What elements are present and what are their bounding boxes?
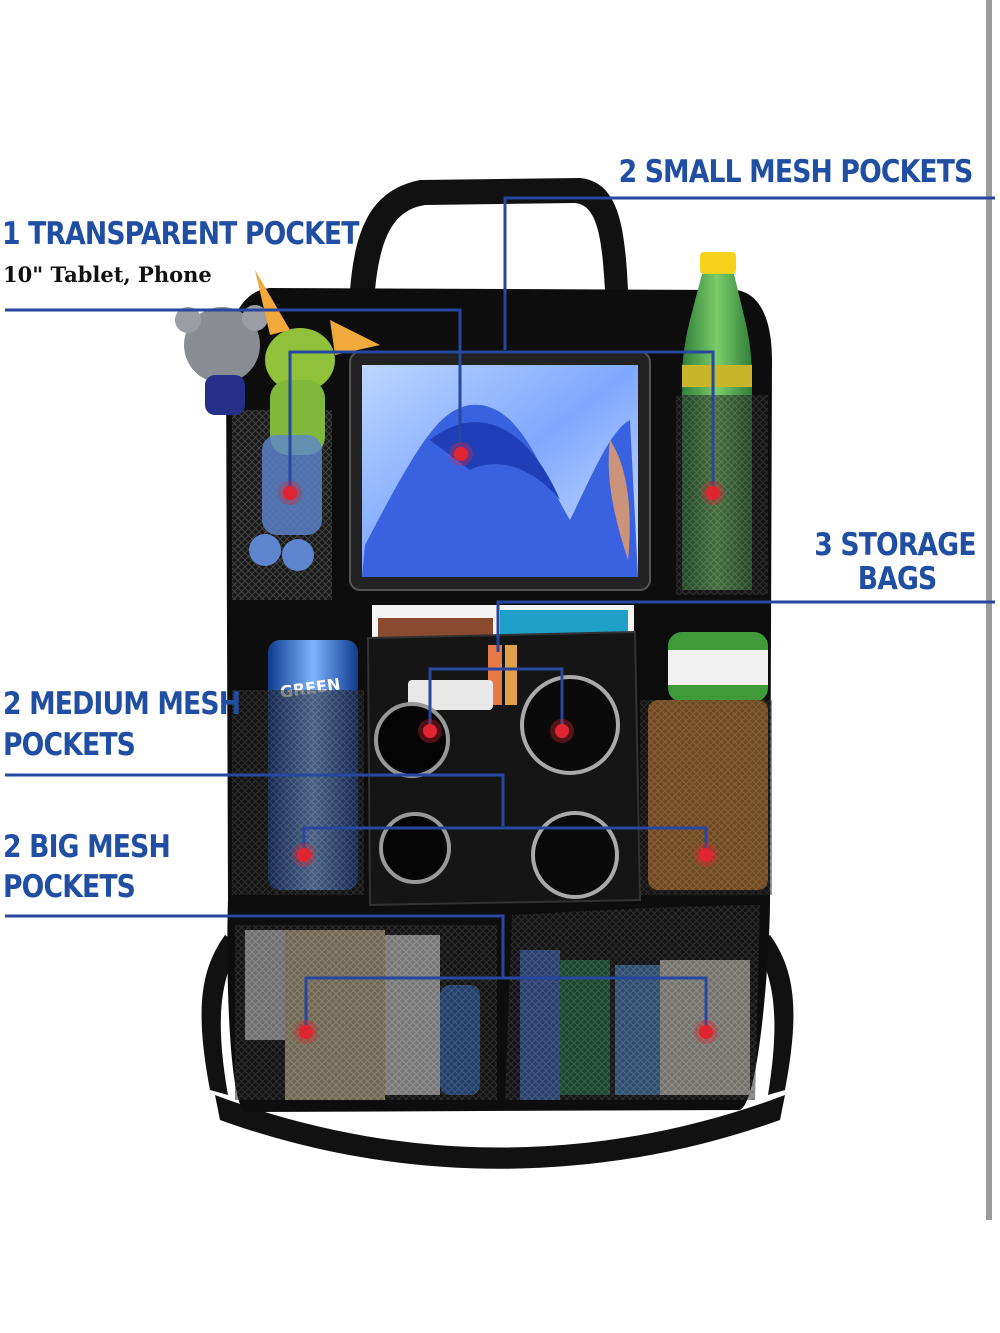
side-strap-right: [755, 935, 794, 1095]
marker-small-mesh-left: [283, 486, 297, 500]
label-small-mesh-pockets: 2 SMALL MESH POCKETS: [618, 154, 973, 190]
top-handle: [350, 178, 628, 290]
right-edge-scrollbar[interactable]: [986, 0, 992, 1220]
bottle-cap: [700, 252, 736, 274]
callout-line-storage-branch: [428, 667, 564, 728]
label-big-mesh-line1: 2 BIG MESH: [3, 829, 171, 865]
marker-big-right: [699, 1025, 713, 1039]
label-transparent-pocket: 1 TRANSPARENT POCKET: [2, 216, 359, 252]
marker-small-mesh-right: [706, 486, 720, 500]
marker-big-left: [299, 1025, 313, 1039]
callout-line-medium-branch: [302, 826, 708, 853]
label-medium-mesh-line2: POCKETS: [3, 727, 136, 763]
marker-storage-right: [555, 724, 569, 738]
small-mesh-pocket-right: [676, 395, 768, 595]
label-storage-bags-line2: BAGS: [857, 561, 936, 597]
marker-medium-left: [297, 848, 311, 862]
medium-mesh-pocket-right: [640, 700, 772, 895]
callout-markers: [278, 442, 725, 1044]
teddy-bear: [184, 307, 260, 383]
label-storage-bags-line1: 3 STORAGE: [814, 527, 977, 563]
label-medium-mesh-line1: 2 MEDIUM MESH: [3, 686, 241, 722]
callout-line-medium: [5, 773, 505, 826]
marker-transparent-pocket: [454, 447, 468, 461]
sunglasses-bottom: [379, 812, 451, 884]
callout-line-transparent: [5, 308, 462, 452]
label-big-mesh-line2: POCKETS: [3, 869, 136, 905]
callout-line-small-mesh: [503, 196, 995, 350]
marker-storage-left: [423, 724, 437, 738]
callout-lines: [5, 196, 995, 1030]
side-strap-left: [201, 935, 240, 1095]
bottom-strap: [215, 1095, 785, 1169]
big-mesh-pocket-right: [505, 905, 760, 1100]
label-transparent-pocket-sub: 10" Tablet, Phone: [3, 262, 212, 287]
callout-line-storage: [496, 600, 995, 652]
green-plush-toy: [265, 328, 335, 392]
marker-medium-right: [699, 848, 713, 862]
medium-mesh-pocket-left: [232, 690, 364, 895]
callout-line-big-branch: [304, 976, 708, 1030]
callout-line-small-mesh-branch: [288, 350, 715, 490]
callout-line-big: [5, 914, 505, 977]
big-mesh-pocket-left: [235, 925, 497, 1100]
